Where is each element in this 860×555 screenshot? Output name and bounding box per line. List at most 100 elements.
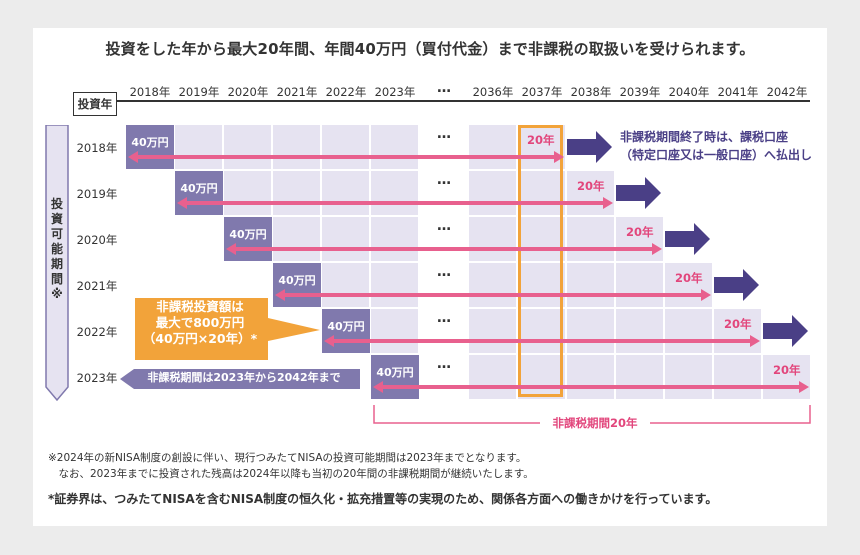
investment-amount-box: 40万円: [322, 309, 370, 353]
row-ellipsis: …: [437, 126, 451, 142]
axis-year: 2021年: [276, 85, 318, 99]
axis-year: 2040年: [668, 85, 710, 99]
axis-ellipsis: …: [437, 80, 451, 96]
grid-cell: [518, 217, 565, 261]
grid-cell: [714, 355, 761, 399]
duration-label: 20年: [724, 317, 752, 331]
grid-cell: [371, 263, 418, 307]
row-year-label: 2019年: [76, 187, 118, 201]
grid-cell: [273, 171, 320, 215]
axis-year: 2042年: [766, 85, 808, 99]
grid-cell: [469, 355, 516, 399]
highlight-2037-column: [518, 125, 563, 397]
grid-cell: [224, 171, 271, 215]
axis-year: 2020年: [227, 85, 269, 99]
row-ellipsis: …: [437, 310, 451, 326]
row-ellipsis: …: [437, 264, 451, 280]
grid-cell: [322, 217, 369, 261]
payout-arrow-2019: [616, 177, 661, 209]
grid-cell: [469, 171, 516, 215]
payout-note-line2: （特定口座又は一般口座）へ払出し: [620, 148, 813, 162]
axis-year: 2038年: [570, 85, 612, 99]
grid-cell: [469, 125, 516, 169]
grid-cell: [763, 355, 810, 399]
grid-cell: [518, 125, 565, 169]
investment-amount-box: 40万円: [126, 125, 174, 169]
row-ellipsis: …: [437, 356, 451, 372]
axis-year: 2018年: [129, 85, 171, 99]
grid-cell: [371, 125, 418, 169]
axis-year: 2019年: [178, 85, 220, 99]
investment-amount-box: 40万円: [273, 263, 321, 307]
period-arrow-2018: [128, 151, 564, 163]
grid-cell: [567, 355, 614, 399]
grid-cell: [469, 217, 516, 261]
grid-cell: [665, 355, 712, 399]
row-ellipsis: …: [437, 172, 451, 188]
axis-year: 2022年: [325, 85, 367, 99]
investment-period-label: 投資可能期間※: [50, 197, 63, 301]
grid-cell: [567, 263, 614, 307]
row-year-label: 2018年: [76, 141, 118, 155]
investment-amount-box: 40万円: [371, 355, 419, 399]
period-arrow-2019: [177, 197, 613, 209]
grid-cell: [665, 263, 712, 307]
investment-amount-box: 40万円: [175, 171, 223, 215]
grid-cell: [273, 217, 320, 261]
row-year-label: 2020年: [76, 233, 118, 247]
duration-label: 20年: [527, 133, 555, 147]
grid-cell: [518, 263, 565, 307]
row-year-label: 2021年: [76, 279, 118, 293]
duration-label: 20年: [675, 271, 703, 285]
grid-cell: [175, 125, 222, 169]
duration-label: 20年: [577, 179, 605, 193]
grid-cell: [518, 309, 565, 353]
axis-year: 2023年: [374, 85, 416, 99]
axis-year: 2036年: [472, 85, 514, 99]
grid-cell: [224, 125, 271, 169]
grid-cell: [469, 263, 516, 307]
payout-note-line1: 非課税期間終了時は、課税口座: [620, 130, 789, 144]
grid-cell: [616, 263, 663, 307]
period-label: 非課税期間は2023年から2042年まで: [147, 371, 341, 384]
diagram-title: 投資をした年から最大20年間、年間40万円（買付代金）まで非課税の取扱いを受けら…: [105, 40, 755, 58]
period-arrow-2021: [275, 289, 711, 301]
row-year-label: 2022年: [76, 325, 118, 339]
investment-amount-box: 40万円: [224, 217, 272, 261]
period-bracket-label: 非課税期間20年: [540, 415, 650, 431]
grid-cell: [616, 355, 663, 399]
max-investment-callout: 非課税投資額は 最大で800万円 （40万円×20年）*: [135, 299, 265, 347]
period-label-shape: [120, 369, 360, 389]
callout-line1: 非課税投資額は: [156, 299, 244, 314]
axis-label: 投資年: [73, 92, 117, 116]
grid-cell: [322, 125, 369, 169]
max-investment-callout-shape: [135, 298, 320, 360]
grid-cell: [567, 217, 614, 261]
grid-cell: [371, 217, 418, 261]
payout-arrow-2020: [665, 223, 710, 255]
payout-arrow-2018: [567, 131, 612, 163]
footnote-asterisk: *証券界は、つみたてNISAを含むNISA制度の恒久化・拡充措置等の実現のため、…: [48, 492, 718, 506]
period-arrow-2022: [324, 335, 760, 347]
duration-label: 20年: [626, 225, 654, 239]
grid-cell: [714, 309, 761, 353]
payout-note: 非課税期間終了時は、課税口座 （特定口座又は一般口座）へ払出し: [620, 128, 830, 164]
grid-cell: [518, 171, 565, 215]
grid-cell: [371, 171, 418, 215]
footnote: ※2024年の新NISA制度の創設に伴い、現行つみたてNISAの投資可能期間は2…: [48, 450, 534, 482]
period-arrow-2023: [373, 381, 809, 393]
grid-cell: [469, 309, 516, 353]
row-ellipsis: …: [437, 218, 451, 234]
callout-line2: 最大で800万円: [155, 315, 245, 330]
grid-cell: [322, 171, 369, 215]
grid-cell: [371, 309, 418, 353]
grid-cell: [616, 309, 663, 353]
grid-cell: [567, 171, 614, 215]
axis-year: 2039年: [619, 85, 661, 99]
axis-line: [74, 100, 810, 102]
investment-period-arrow: [45, 125, 69, 401]
axis-year: 2037年: [521, 85, 563, 99]
row-year-label: 2023年: [76, 371, 118, 385]
footnote-line2: なお、2023年までに投資された残高は2024年以降も当初の20年間の非課税期間…: [48, 468, 534, 480]
grid-cell: [616, 217, 663, 261]
